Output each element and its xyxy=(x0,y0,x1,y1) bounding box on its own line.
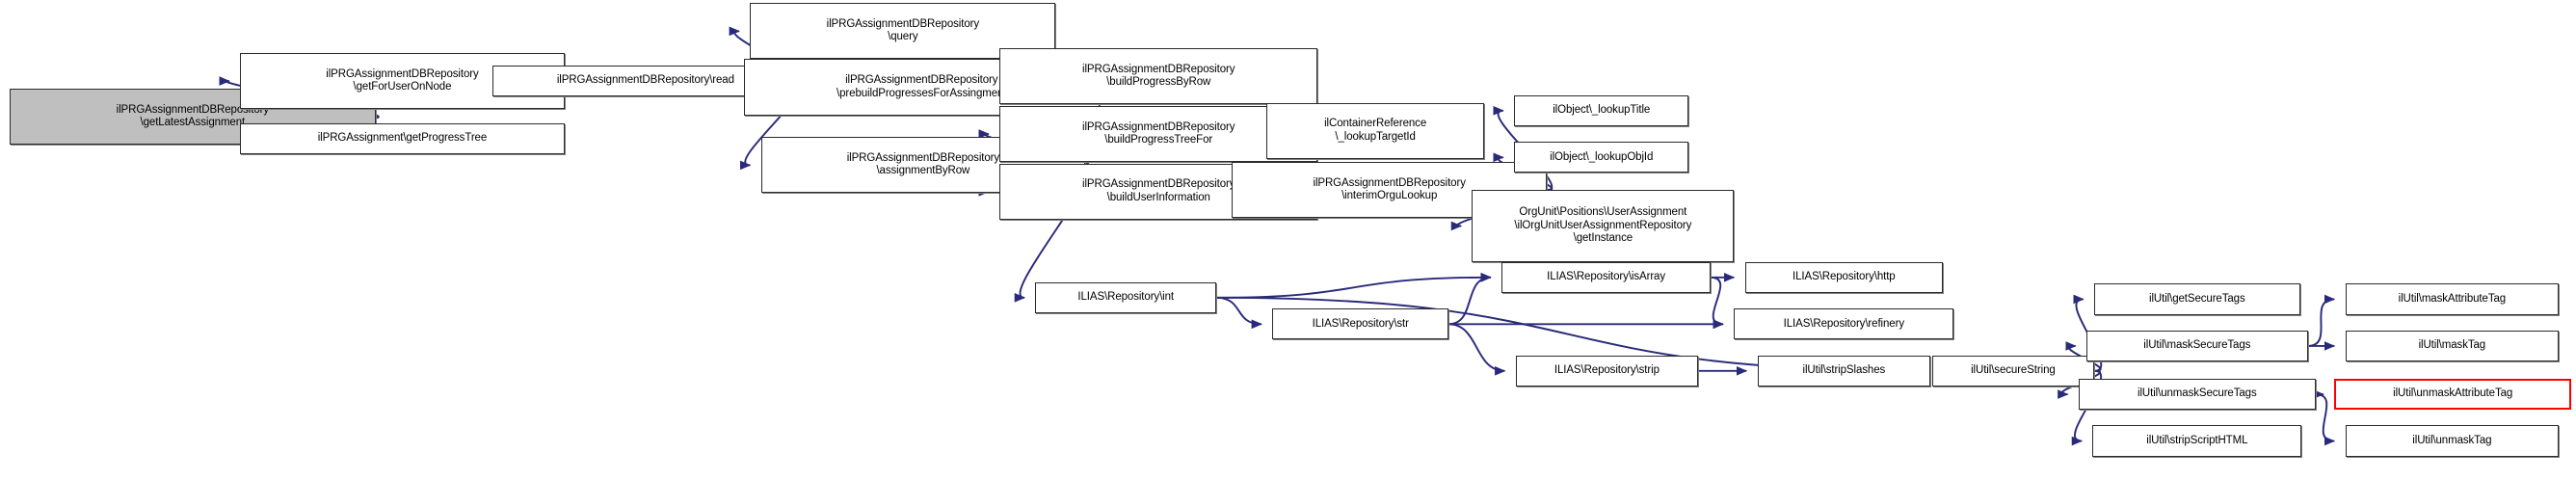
graph-edge xyxy=(1710,276,1724,330)
graph-node[interactable]: ilUtil\unmaskAttributeTag xyxy=(2334,378,2572,411)
graph-node[interactable]: ILIAS\Repository\http xyxy=(1744,261,1944,293)
graph-edge xyxy=(1216,296,1262,330)
graph-node[interactable]: ILIAS\Repository\str xyxy=(1272,308,1449,340)
graph-edge xyxy=(1216,272,1492,299)
graph-edge xyxy=(1448,272,1492,326)
graph-node[interactable]: ilObject\_lookupTitle xyxy=(1514,94,1689,126)
graph-node[interactable]: ilUtil\getSecureTags xyxy=(2094,283,2300,315)
graph-node[interactable]: ilPRGAssignmentDBRepository \buildProgre… xyxy=(999,48,1318,105)
graph-node[interactable]: ILIAS\Repository\strip xyxy=(1515,355,1699,387)
graph-node[interactable]: ilUtil\unmaskSecureTags xyxy=(2078,378,2316,411)
graph-node[interactable]: ILIAS\Repository\isArray xyxy=(1501,261,1711,293)
graph-node[interactable]: OrgUnit\Positions\UserAssignment \ilOrgU… xyxy=(1472,190,1735,262)
graph-edge xyxy=(1448,323,1506,376)
graph-node[interactable]: ilUtil\maskSecureTags xyxy=(2085,330,2308,362)
graph-node[interactable]: ilUtil\maskAttributeTag xyxy=(2345,283,2560,315)
graph-node[interactable]: ilUtil\maskTag xyxy=(2345,330,2560,362)
graph-node[interactable]: ilPRGAssignmentDBRepository \buildProgre… xyxy=(999,105,1318,163)
graph-node[interactable]: ilObject\_lookupObjId xyxy=(1514,142,1689,173)
graph-edge xyxy=(2307,294,2336,347)
graph-node[interactable]: ilPRGAssignment\getProgressTree xyxy=(240,122,565,155)
graph-node[interactable]: ILIAS\Repository\refinery xyxy=(1734,308,1954,340)
graph-node[interactable]: ilUtil\secureString xyxy=(1931,355,2095,387)
graph-node[interactable]: ilUtil\unmaskTag xyxy=(2345,425,2560,457)
graph-node[interactable]: ilUtil\stripSlashes xyxy=(1757,355,1931,387)
graph-edge xyxy=(2315,393,2336,446)
graph-node[interactable]: ILIAS\Repository\int xyxy=(1035,281,1217,313)
graph-node[interactable]: ilUtil\stripScriptHTML xyxy=(2092,425,2302,457)
graph-node[interactable]: ilContainerReference \_lookupTargetId xyxy=(1265,102,1485,159)
